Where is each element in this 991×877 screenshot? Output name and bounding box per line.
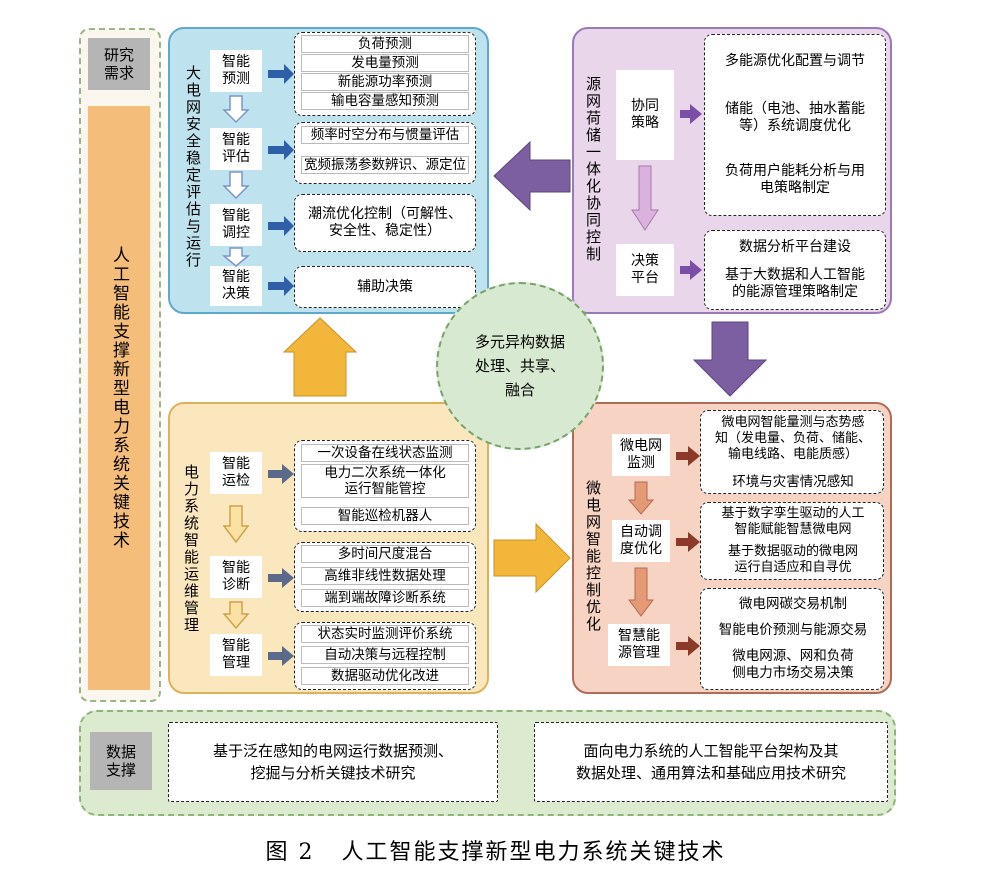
item-load-analysis: 负荷用户能耗分析与用 电策略制定 bbox=[725, 163, 865, 196]
item-oscillation-id: 宽频振荡参数辨识、源定位 bbox=[301, 156, 469, 174]
item-self-adaptive: 基于数据驱动的微电网 运行自适应和自寻优 bbox=[727, 544, 858, 575]
panel-grid-security-title: 大电网安全稳定评估与运行 bbox=[178, 38, 208, 296]
item-data-driven: 数据驱动优化改进 bbox=[301, 667, 469, 685]
left-column-title-text: 人工智能支撑新型电力系统关键技术 bbox=[109, 246, 129, 550]
panel-om-management-title-text: 电力系统智能运维管理 bbox=[182, 464, 200, 634]
item-microgrid-sensing: 微电网智能量测与态势感 知（发电量、负荷、储能、 输电线路、电能质感） bbox=[714, 415, 871, 462]
item-digital-twin: 基于数字孪生驱动的人工 智能赋能智慧微电网 bbox=[721, 506, 865, 537]
panel-microgrid-title: 微电网智能控制优化 bbox=[578, 448, 608, 664]
item-market-decision: 微电网源、网和负荷 侧电力市场交易决策 bbox=[732, 648, 854, 681]
box-monitor: 微电网智能量测与态势感 知（发电量、负荷、储能、 输电线路、电能质感） 环境与灾… bbox=[700, 410, 884, 494]
item-secondary-control: 电力二次系统一体化 运行智能管控 bbox=[301, 464, 469, 498]
box-coordination: 多能源优化配置与调节 储能（电池、抽水蓄能 等）系统调度优化 负荷用户能耗分析与… bbox=[704, 34, 886, 216]
step-smart-inspection: 智能 运检 bbox=[210, 452, 262, 494]
item-renewable-forecast: 新能源功率预测 bbox=[301, 73, 469, 91]
center-circle: 多元异构数据 处理、共享、 融合 bbox=[436, 282, 604, 450]
item-multi-timescale: 多时间尺度混合 bbox=[301, 545, 469, 563]
box-evaluate: 频率时空分布与惯量评估 宽频振荡参数辨识、源定位 bbox=[294, 122, 476, 184]
arrow-left-purple bbox=[493, 140, 571, 212]
item-ai-energy-mgmt: 基于大数据和人工智能 的能源管理策略制定 bbox=[725, 267, 865, 300]
step-coordination-strategy: 协同 策略 bbox=[616, 70, 674, 160]
box-dispatch: 基于数字孪生驱动的人工 智能赋能智慧微电网 基于数据驱动的微电网 运行自适应和自… bbox=[700, 502, 884, 580]
item-auto-decision: 自动决策与远程控制 bbox=[301, 646, 469, 664]
step-auto-dispatch: 自动调 度优化 bbox=[612, 520, 670, 562]
box-platform: 数据分析平台建设 基于大数据和人工智能 的能源管理策略制定 bbox=[704, 230, 886, 310]
step-smart-management: 智能 管理 bbox=[210, 634, 262, 676]
item-carbon-trading: 微电网碳交易机制 bbox=[739, 596, 847, 612]
item-load-forecast: 负荷预测 bbox=[301, 35, 469, 53]
box-decision: 辅助决策 bbox=[294, 266, 476, 308]
step-smart-evaluate: 智能 评估 bbox=[210, 128, 262, 170]
step-smart-regulate: 智能 调控 bbox=[210, 204, 262, 246]
left-column-title: 人工智能支撑新型电力系统关键技术 bbox=[88, 106, 150, 690]
step-smart-forecast: 智能 预测 bbox=[210, 50, 262, 92]
item-realtime-eval: 状态实时监测评价系统 bbox=[301, 625, 469, 643]
item-frequency-eval: 频率时空分布与惯量评估 bbox=[301, 126, 469, 144]
item-data-platform: 数据分析平台建设 bbox=[739, 238, 851, 255]
data-box-ai-platform: 面向电力系统的人工智能平台架构及其 数据处理、通用算法和基础应用技术研究 bbox=[534, 722, 888, 802]
item-multi-energy: 多能源优化配置与调节 bbox=[725, 52, 865, 69]
item-inspection-robot: 智能巡检机器人 bbox=[301, 507, 469, 525]
step-smart-diagnosis: 智能 诊断 bbox=[210, 556, 262, 598]
data-support-label: 数据 支撑 bbox=[90, 732, 152, 790]
item-generation-forecast: 发电量预测 bbox=[301, 54, 469, 72]
step-smart-decision: 智能 决策 bbox=[210, 266, 262, 306]
data-box-perception: 基于泛在感知的电网运行数据预测、 挖掘与分析关键技术研究 bbox=[168, 722, 498, 802]
box-diagnosis: 多时间尺度混合 高维非线性数据处理 端到端故障诊断系统 bbox=[294, 542, 476, 612]
arrow-right-yellow bbox=[493, 522, 571, 594]
item-capacity-forecast: 输电容量感知预测 bbox=[301, 92, 469, 110]
arrow-down-purple bbox=[692, 321, 768, 397]
step-microgrid-monitor: 微电网 监测 bbox=[612, 434, 670, 476]
step-smart-energy: 智慧能 源管理 bbox=[608, 624, 670, 666]
panel-microgrid-title-text: 微电网智能控制优化 bbox=[584, 479, 602, 633]
box-regulate: 潮流优化控制（可解性、 安全性、稳定性） bbox=[294, 194, 476, 252]
figure-caption: 图 2 人工智能支撑新型电力系统关键技术 bbox=[265, 840, 726, 865]
item-price-forecast: 智能电价预测与能源交易 bbox=[718, 622, 868, 638]
panel-source-grid-load-title-text: 源网荷储一体化协同控制 bbox=[584, 75, 602, 263]
arrow-up-yellow bbox=[282, 317, 358, 397]
step-decision-platform: 决策 平台 bbox=[616, 244, 674, 296]
item-e2e-diagnosis: 端到端故障诊断系统 bbox=[301, 589, 469, 607]
item-primary-monitor: 一次设备在线状态监测 bbox=[301, 444, 469, 462]
panel-grid-security-title-text: 大电网安全稳定评估与运行 bbox=[184, 65, 202, 269]
item-environment-sensing: 环境与灾害情况感知 bbox=[732, 474, 854, 490]
item-storage-dispatch: 储能（电池、抽水蓄能 等）系统调度优化 bbox=[725, 101, 865, 134]
box-inspection: 一次设备在线状态监测 电力二次系统一体化 运行智能管控 智能巡检机器人 bbox=[294, 440, 476, 532]
box-management: 状态实时监测评价系统 自动决策与远程控制 数据驱动优化改进 bbox=[294, 622, 476, 690]
box-forecast: 负荷预测 发电量预测 新能源功率预测 输电容量感知预测 bbox=[294, 32, 476, 116]
panel-om-management-title: 电力系统智能运维管理 bbox=[176, 416, 206, 682]
panel-source-grid-load-title: 源网荷储一体化协同控制 bbox=[578, 38, 608, 300]
research-label: 研究 需求 bbox=[88, 38, 150, 90]
item-nonlinear-data: 高维非线性数据处理 bbox=[301, 567, 469, 585]
box-energy-mgmt: 微电网碳交易机制 智能电价预测与能源交易 微电网源、网和负荷 侧电力市场交易决策 bbox=[700, 588, 884, 690]
